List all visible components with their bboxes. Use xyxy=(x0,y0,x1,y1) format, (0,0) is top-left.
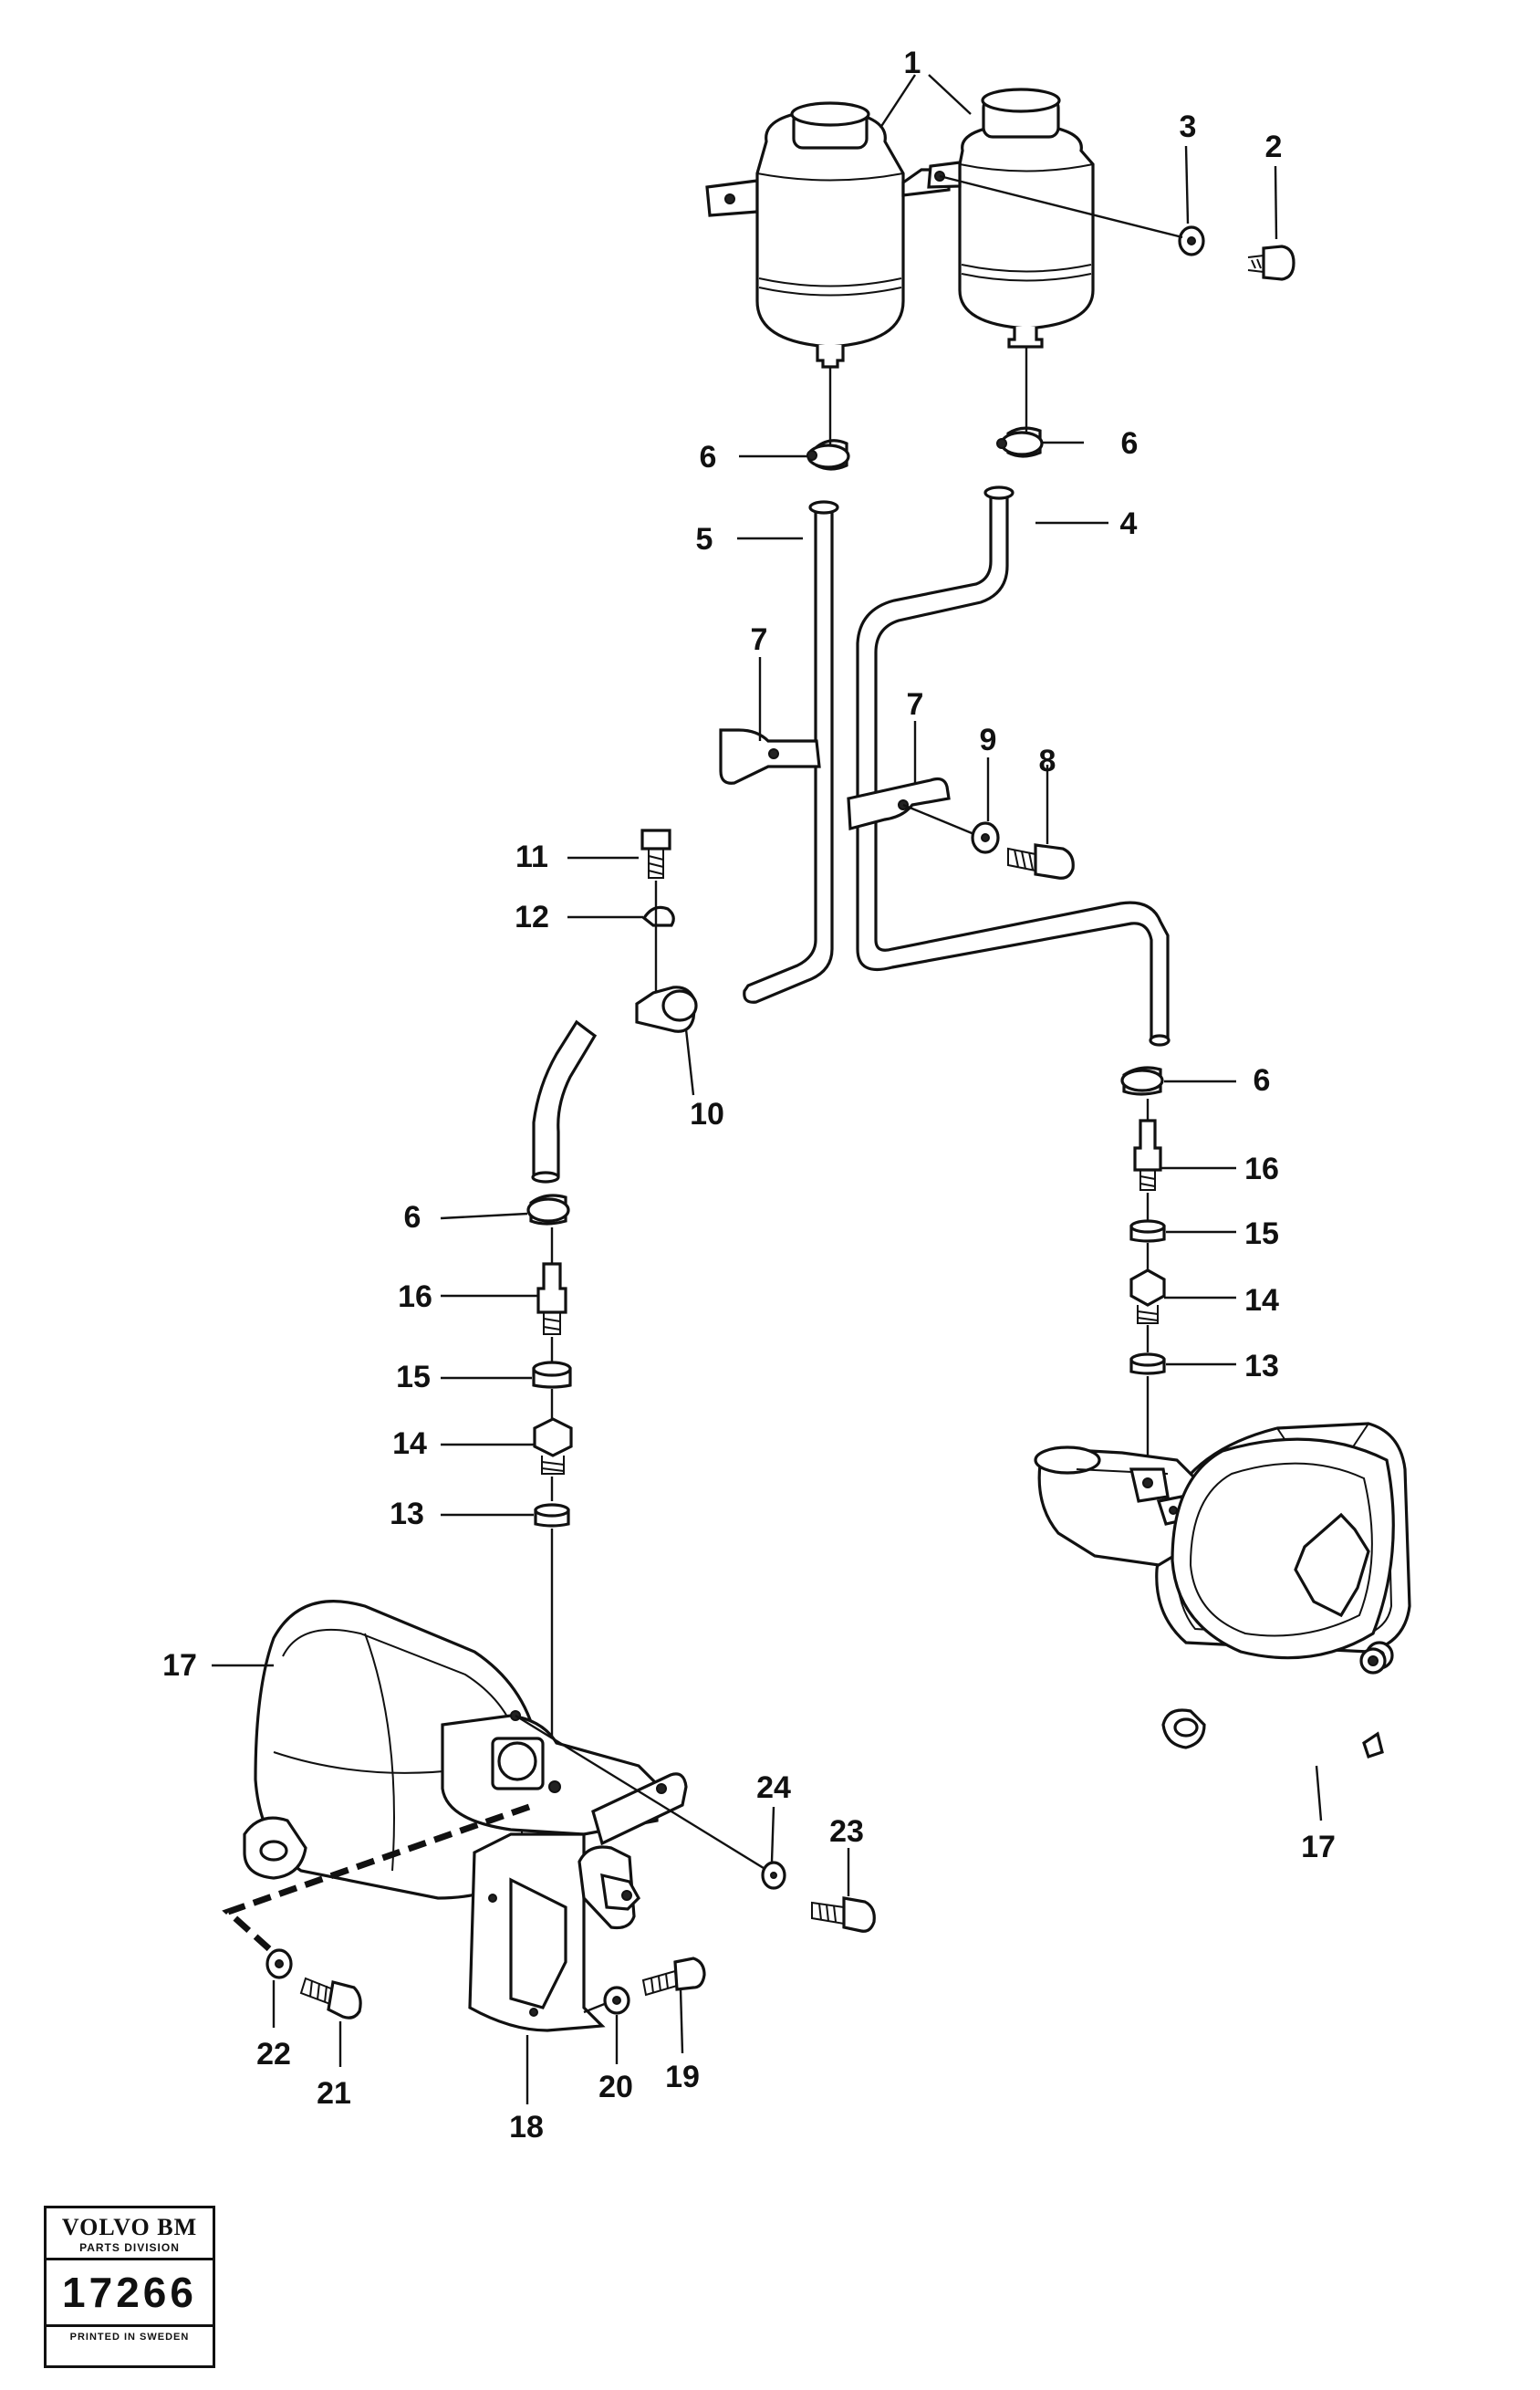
callout-labels: 1 2 3 6 6 5 4 7 7 9 8 11 12 10 6 16 15 1… xyxy=(162,46,1336,2145)
callout-10: 10 xyxy=(690,1097,724,1132)
screw-21 xyxy=(299,1977,362,2019)
pipe-bracket-7-left xyxy=(719,728,821,785)
washer-15-right xyxy=(1129,1219,1166,1243)
spring-washer-24 xyxy=(761,1861,786,1890)
nipple-16-left xyxy=(536,1262,567,1335)
callout-15: 15 xyxy=(396,1360,431,1394)
callout-12: 12 xyxy=(515,900,549,934)
washer-9 xyxy=(971,821,1000,854)
callout-18: 18 xyxy=(509,2110,544,2145)
callout-5: 5 xyxy=(696,522,713,557)
callout-9: 9 xyxy=(980,723,997,757)
leader-screw-line xyxy=(939,174,1183,239)
bolt-23 xyxy=(811,1896,876,1933)
hose-short-left xyxy=(531,1019,598,1184)
brake-pipe-5 xyxy=(743,500,839,1004)
callout-19: 19 xyxy=(665,2060,700,2094)
callout-15: 15 xyxy=(1244,1216,1279,1251)
callout-6: 6 xyxy=(404,1200,421,1235)
screw-11 xyxy=(640,829,671,879)
hose-clamp-6-left xyxy=(806,439,850,471)
washer-3 xyxy=(1178,225,1205,256)
leader-bolt-23-line xyxy=(515,1714,772,1874)
stamp-brand: VOLVO BM xyxy=(61,2214,198,2240)
screw-2 xyxy=(1247,245,1295,281)
callout-6: 6 xyxy=(1254,1063,1271,1098)
stamp-division: PARTS DIVISION xyxy=(47,2241,213,2260)
callout-16: 16 xyxy=(1244,1152,1279,1186)
callout-8: 8 xyxy=(1039,744,1056,778)
callout-13: 13 xyxy=(1244,1349,1279,1383)
stamp-printed: PRINTED IN SWEDEN xyxy=(69,2332,190,2343)
brake-booster-17-right xyxy=(1034,1422,1411,1759)
callout-3: 3 xyxy=(1180,110,1197,144)
washer-13-right xyxy=(1129,1352,1166,1375)
callout-14: 14 xyxy=(392,1426,427,1461)
callout-6: 6 xyxy=(1121,426,1139,461)
hose-clamp-6-lower-left xyxy=(526,1194,570,1226)
brake-booster-17-left xyxy=(243,1600,688,2032)
callout-23: 23 xyxy=(829,1814,864,1849)
callout-1: 1 xyxy=(904,46,921,80)
callout-20: 20 xyxy=(598,2070,633,2104)
fluid-reservoir-left xyxy=(705,101,951,369)
adapter-14-right xyxy=(1129,1268,1166,1324)
leader-screw-8-line xyxy=(902,803,977,837)
callout-7: 7 xyxy=(751,622,768,657)
lock-clip-12 xyxy=(641,905,675,927)
callout-17: 17 xyxy=(162,1648,197,1683)
hose-clamp-6-lower-right xyxy=(1120,1066,1164,1096)
dashed-mounting-line xyxy=(222,1803,531,1956)
callout-6: 6 xyxy=(700,440,717,475)
callout-7: 7 xyxy=(907,687,924,722)
stamp-number: 17266 xyxy=(47,2260,213,2327)
callout-22: 22 xyxy=(256,2037,291,2072)
callout-16: 16 xyxy=(398,1279,432,1314)
callout-4: 4 xyxy=(1120,506,1138,541)
callout-21: 21 xyxy=(317,2076,351,2111)
callout-24: 24 xyxy=(756,1770,791,1805)
callout-2: 2 xyxy=(1265,130,1283,164)
brake-pipe-4 xyxy=(856,485,1171,1047)
pipe-clamp-10 xyxy=(635,986,698,1033)
nipple-16-right xyxy=(1133,1119,1162,1191)
centerline-reservoir-outlets xyxy=(828,347,1028,445)
washer-15-left xyxy=(532,1361,572,1389)
callout-13: 13 xyxy=(390,1497,424,1531)
callout-11: 11 xyxy=(515,840,548,874)
callout-14: 14 xyxy=(1244,1283,1279,1318)
parts-division-stamp: VOLVO BM PARTS DIVISION 17266 PRINTED IN… xyxy=(44,2206,215,2368)
fluid-reservoir-right xyxy=(927,88,1095,349)
washer-20 xyxy=(603,1986,630,2015)
adapter-14-left xyxy=(533,1417,573,1475)
screw-19 xyxy=(641,1957,706,1997)
hose-clamp-6-right xyxy=(996,426,1044,458)
leader-screw-19-line xyxy=(583,2001,608,2014)
screw-8 xyxy=(1007,843,1075,880)
washer-13-left xyxy=(534,1503,570,1528)
washer-22 xyxy=(265,1948,293,1979)
leader-lines xyxy=(212,74,1323,2104)
callout-17: 17 xyxy=(1301,1830,1336,1864)
